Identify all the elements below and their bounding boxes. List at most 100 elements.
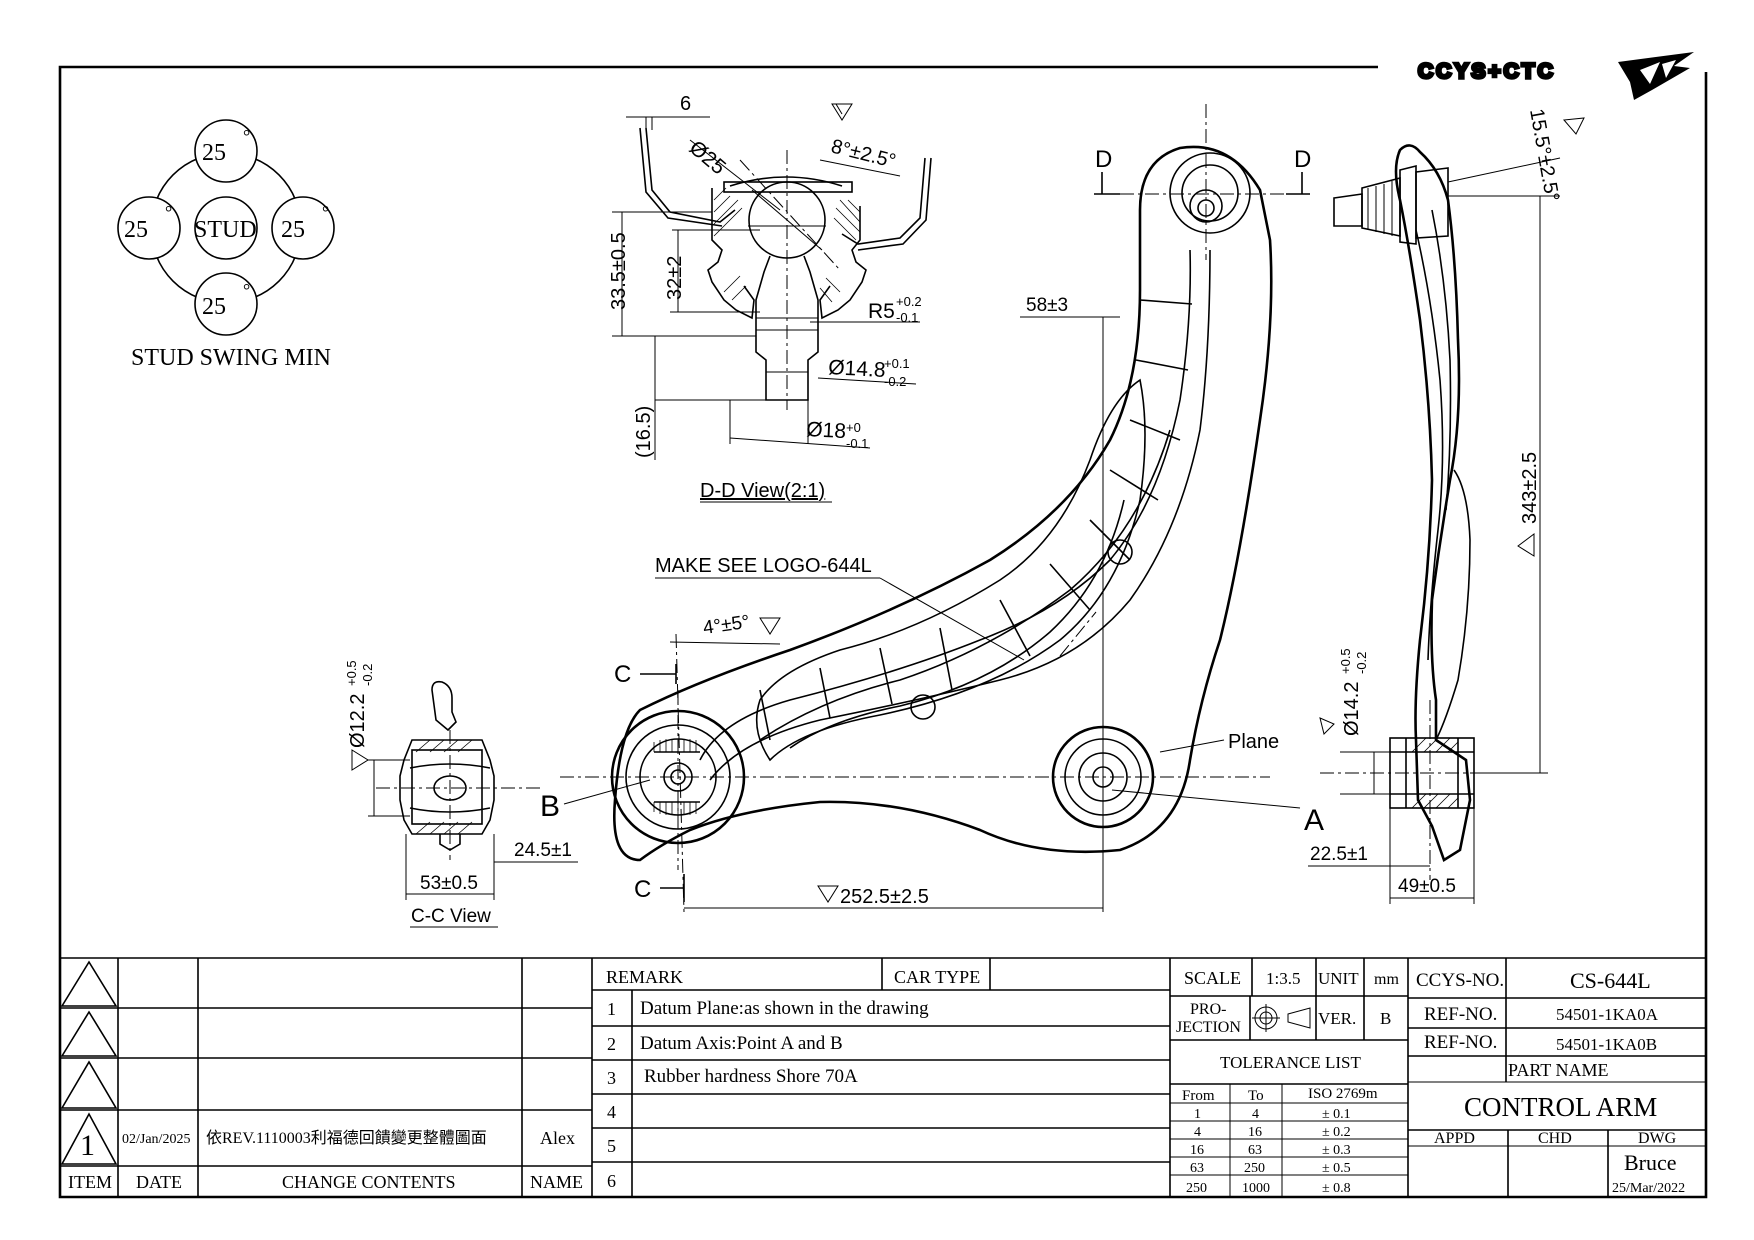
tol-row5-tol: ± 0.8 [1322, 1181, 1351, 1196]
projection-label-1: PRO- [1190, 1001, 1226, 1018]
brand-emblem-icon [1618, 52, 1694, 100]
side-dim-d142: Ø14.2 [1341, 682, 1363, 736]
dd-dim-16-5: (16.5) [633, 406, 655, 458]
tol-row2-from: 4 [1194, 1125, 1201, 1140]
dd-dim-6: 6 [680, 93, 691, 115]
label-plane: Plane [1228, 731, 1279, 753]
projection-label-2: JECTION [1176, 1019, 1241, 1036]
remark-row5-no: 5 [607, 1136, 616, 1156]
remark-row1-no: 1 [607, 999, 616, 1019]
remark-table: REMARK CAR TYPE 1 Datum Plane:as shown i… [592, 957, 1706, 1197]
unit-value: mm [1374, 971, 1399, 988]
dd-surface-symbol [831, 103, 853, 121]
title-block: SCALE 1:3.5 UNIT mm PRO- JECTION VER. B … [1170, 958, 1706, 1197]
tol-row4-tol: ± 0.5 [1322, 1161, 1351, 1176]
tol-header-iso: ISO 2769m [1308, 1086, 1378, 1102]
cc-view-title: C-C View [411, 906, 491, 927]
tol-row2-tol: ± 0.2 [1322, 1125, 1351, 1140]
tol-row4-from: 63 [1190, 1161, 1204, 1176]
label-b: B [540, 790, 560, 823]
remark-row2-text: Datum Axis:Point A and B [640, 1033, 843, 1054]
scale-label: SCALE [1184, 968, 1241, 988]
part-name-value: CONTROL ARM [1464, 1092, 1657, 1122]
ref-no-label-2: REF-NO. [1424, 1032, 1497, 1053]
appd-label: APPD [1434, 1130, 1475, 1147]
dd-view-title: D-D View(2:1) [700, 480, 825, 502]
rev-header-name: NAME [530, 1172, 583, 1192]
dd-dim-dia25: Ø25 [685, 136, 730, 179]
tol-row1-from: 1 [1194, 1107, 1201, 1122]
tolerance-title: TOLERANCE LIST [1220, 1053, 1361, 1072]
revision-table: 1 02/Jan/2025 依REV.1110003利福德回饋變更整體圖面 Al… [60, 957, 593, 1197]
rev-row4-change: 依REV.1110003利福德回饋變更整體圖面 [206, 1129, 487, 1147]
tol-header-from: From [1182, 1088, 1215, 1104]
tol-row3-tol: ± 0.3 [1322, 1143, 1351, 1158]
dd-dim-d148-tol-lo: -0.2 [884, 374, 906, 389]
tol-row3-to: 63 [1248, 1143, 1262, 1158]
remark-row3-text: Rubber hardness Shore 70A [644, 1066, 858, 1087]
section-c-top: C [614, 661, 631, 688]
tol-row3-from: 16 [1190, 1143, 1204, 1158]
cc-dim-d122-tol-lo: -0.2 [360, 664, 375, 686]
side-dim-22-5: 22.5±1 [1310, 844, 1368, 865]
tol-row2-to: 16 [1248, 1125, 1262, 1140]
projection-symbol-icon [1252, 1004, 1311, 1032]
dwg-date: 25/Mar/2022 [1612, 1181, 1685, 1196]
section-d-right: D [1294, 146, 1311, 173]
dd-dim-d18: Ø18 [806, 418, 847, 443]
ver-value: B [1380, 1009, 1391, 1028]
label-a: A [1304, 804, 1324, 837]
swing-left-value: 25 [124, 217, 148, 243]
tol-row4-to: 250 [1244, 1161, 1265, 1176]
remark-label: REMARK [606, 967, 683, 987]
main-control-arm-view: D D 58±3 MAKE SEE LOGO-644L 4°±5° C C B … [540, 104, 1324, 913]
rev-header-date: DATE [136, 1172, 182, 1192]
unit-label: UNIT [1318, 969, 1359, 988]
ref-no-value-2: 54501-1KA0B [1556, 1035, 1657, 1054]
scale-value: 1:3.5 [1266, 969, 1300, 988]
cc-dim-53: 53±0.5 [420, 873, 478, 894]
dd-dim-r5-tol-up: +0.2 [896, 294, 922, 309]
ver-label: VER. [1318, 1009, 1356, 1028]
ccys-no-label: CCYS-NO. [1416, 970, 1504, 991]
dd-dim-32: 32±2 [664, 256, 686, 300]
dwg-name: Bruce [1624, 1150, 1677, 1175]
stud-swing-caption: STUD SWING MIN [131, 345, 331, 371]
chd-label: CHD [1538, 1130, 1572, 1147]
cc-section-view: Ø12.2 +0.5 -0.2 53±0.5 24.5±1 C-C View [344, 660, 578, 928]
dd-dim-r5: R5 [868, 300, 895, 323]
rev-row4-date: 02/Jan/2025 [122, 1132, 190, 1147]
dd-section-view: 6 33.5±0.5 32±2 (16.5) Ø25 8°±2.5° R5 +0… [608, 93, 932, 503]
dd-dim-d148: Ø14.8 [828, 356, 886, 382]
remark-row4-no: 4 [607, 1102, 616, 1122]
car-type-label: CAR TYPE [894, 967, 980, 987]
swing-bottom-deg: ° [243, 280, 250, 300]
rev-header-change: CHANGE CONTENTS [282, 1172, 456, 1192]
dwg-label: DWG [1638, 1130, 1677, 1147]
brand-logo-text: CCYS+CTC [1418, 60, 1556, 83]
rev-header-item: ITEM [68, 1172, 112, 1192]
side-dim-angle: 15.5°±2.5° [1525, 107, 1563, 203]
dd-dim-r5-tol-lo: -0.1 [896, 310, 918, 325]
rev-row4-item: 1 [80, 1129, 95, 1162]
dd-dim-angle: 8°±2.5° [829, 136, 898, 173]
swing-center-label: STUD [194, 217, 257, 243]
cc-dim-d122: Ø12.2 [347, 694, 369, 748]
swing-bottom-value: 25 [202, 294, 226, 320]
ref-no-value-1: 54501-1KA0A [1556, 1005, 1659, 1024]
cc-dim-24-5: 24.5±1 [514, 840, 572, 861]
dd-dim-d18-tol-lo: -0.1 [846, 436, 868, 451]
section-c-bottom: C [634, 876, 651, 903]
rev-row4-name: Alex [540, 1128, 575, 1148]
swing-top-deg: ° [243, 126, 250, 146]
side-dim-49: 49±0.5 [1398, 876, 1456, 897]
tol-row1-to: 4 [1252, 1107, 1259, 1122]
side-dim-d142-tol-up: +0.5 [1338, 648, 1353, 674]
cc-dim-d122-tol-up: +0.5 [344, 660, 359, 686]
logo-note: MAKE SEE LOGO-644L [655, 555, 872, 577]
tol-header-to: To [1248, 1088, 1264, 1104]
tol-row5-from: 250 [1186, 1181, 1207, 1196]
dim-4deg: 4°±5° [702, 612, 751, 639]
side-view: 15.5°±2.5° 343±2.5 Ø14.2 +0.5 -0.2 22.5±… [1308, 107, 1585, 904]
